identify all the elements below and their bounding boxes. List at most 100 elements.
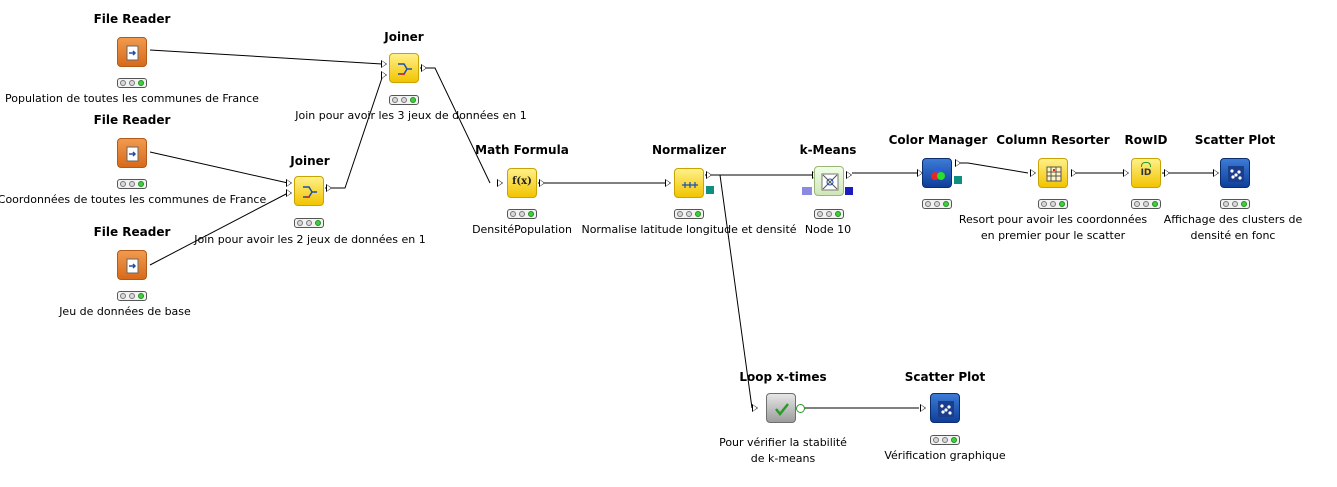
node-title-reader1: File Reader	[93, 12, 171, 26]
kmeans-model-output-port[interactable]	[845, 187, 853, 195]
scatter-plot-node-2[interactable]	[930, 393, 960, 423]
node-label-reader1: Population de toutes les communes de Fra…	[5, 92, 259, 105]
joiner-icon	[303, 186, 317, 198]
column-resorter-icon	[1046, 166, 1062, 182]
file-reader-node-2[interactable]	[117, 138, 147, 168]
status-light-joiner1	[389, 95, 419, 105]
node-label-joiner2: Join pour avoir les 2 jeux de données en…	[194, 233, 426, 246]
normalizer-input-port[interactable]	[665, 179, 671, 187]
status-light-scatter1	[1220, 199, 1250, 209]
column-resorter-node[interactable]	[1038, 158, 1068, 188]
node-label-resorter: Resort pour avoir les coordonnées en pre…	[958, 213, 1148, 242]
math-formula-icon: f(x)	[512, 176, 532, 187]
file-reader-icon	[126, 146, 139, 162]
joiner-node-1[interactable]	[389, 53, 419, 83]
loop-variable-port[interactable]	[796, 404, 805, 413]
rowid-output-port[interactable]	[1164, 169, 1170, 177]
node-label-reader2: Coordonnées de toutes les communes de Fr…	[0, 193, 267, 206]
normalizer-node[interactable]	[674, 168, 704, 198]
node-title-normalizer: Normalizer	[651, 143, 727, 157]
node-title-scatter2: Scatter Plot	[904, 370, 986, 384]
joiner2-output-port[interactable]	[326, 184, 332, 192]
node-label-kmeans: Node 10	[804, 223, 852, 236]
math-formula-node[interactable]: f(x)	[507, 168, 537, 198]
rowid-node[interactable]: ID	[1131, 158, 1161, 188]
resorter-input-port[interactable]	[1030, 169, 1036, 177]
joiner2-input-port-1[interactable]	[286, 179, 292, 187]
scatter-plot-icon	[1228, 166, 1244, 182]
wire-reader1-joiner1	[149, 49, 384, 65]
resorter-output-port[interactable]	[1071, 169, 1077, 177]
node-title-joiner1: Joiner	[384, 30, 424, 44]
joiner1-output-port[interactable]	[421, 64, 427, 72]
node-title-math: Math Formula	[475, 143, 569, 157]
colormgr-input-port[interactable]	[917, 169, 923, 177]
scatter1-input-port[interactable]	[1213, 169, 1219, 177]
node-title-scatter1: Scatter Plot	[1194, 133, 1276, 147]
loop-x-times-node[interactable]	[766, 393, 796, 423]
status-light-rowid	[1131, 199, 1161, 209]
kmeans-model-input-port[interactable]	[802, 187, 812, 195]
joiner1-input-port-2[interactable]	[381, 71, 387, 79]
scatter2-input-port[interactable]	[920, 404, 926, 412]
wire-joiner1-math	[420, 67, 491, 184]
status-light-colormgr	[922, 199, 952, 209]
kmeans-output-port[interactable]	[846, 171, 852, 179]
node-title-rowid: RowID	[1124, 133, 1168, 147]
rowid-arrow-icon	[1141, 162, 1151, 167]
node-label-reader3: Jeu de données de base	[59, 305, 191, 318]
wire-reader3-joiner2	[149, 192, 289, 266]
wire-colormgr-resorter	[956, 162, 1029, 174]
scatter-plot-node-1[interactable]	[1220, 158, 1250, 188]
normalizer-model-port[interactable]	[706, 186, 714, 194]
node-title-joiner2: Joiner	[290, 154, 330, 168]
joiner-icon	[398, 63, 412, 75]
status-light-math	[507, 209, 537, 219]
status-light-reader1	[117, 78, 147, 88]
joiner2-input-port-2[interactable]	[286, 189, 292, 197]
file-reader-icon	[126, 258, 139, 274]
node-label-scatter1: Affichage des clusters de densité en fon…	[1163, 213, 1303, 242]
node-label-joiner1: Join pour avoir les 3 jeux de données en…	[295, 109, 527, 122]
node-title-colormgr: Color Manager	[888, 133, 988, 147]
colormgr-model-port[interactable]	[954, 176, 962, 184]
node-title-loop: Loop x-times	[739, 370, 827, 384]
node-title-kmeans: k-Means	[799, 143, 857, 157]
scatter-plot-icon	[938, 401, 954, 417]
joiner1-input-port-1[interactable]	[381, 60, 387, 68]
status-light-kmeans	[814, 209, 844, 219]
status-light-reader2	[117, 179, 147, 189]
status-light-scatter2	[930, 435, 960, 445]
node-title-reader3: File Reader	[93, 225, 171, 239]
colormgr-output-port[interactable]	[955, 159, 961, 167]
status-light-reader3	[117, 291, 147, 301]
rowid-icon: ID	[1140, 168, 1152, 178]
file-reader-node-3[interactable]	[117, 250, 147, 280]
math-output-port[interactable]	[539, 179, 545, 187]
math-input-port[interactable]	[497, 179, 503, 187]
wire-joiner2-joiner1	[325, 74, 384, 189]
rowid-input-port[interactable]	[1123, 169, 1129, 177]
normalizer-output-port[interactable]	[706, 171, 712, 179]
node-label-math: DensitéPopulation	[472, 223, 572, 236]
kmeans-icon	[821, 173, 839, 191]
color-manager-icon	[931, 167, 945, 180]
file-reader-icon	[126, 45, 139, 61]
loop-input-port[interactable]	[752, 404, 758, 412]
status-light-normalizer	[674, 209, 704, 219]
node-label-normalizer: Normalise latitude longitude et densité	[581, 223, 797, 236]
wire-reader2-joiner2	[149, 151, 289, 184]
status-light-joiner2	[294, 218, 324, 228]
node-label-scatter2: Vérification graphique	[884, 449, 1006, 462]
joiner-node-2[interactable]	[294, 176, 324, 206]
node-title-reader2: File Reader	[93, 113, 171, 127]
status-light-resorter	[1038, 199, 1068, 209]
checkmark-icon	[775, 403, 789, 417]
node-label-loop: Pour vérifier la stabilité de k-means	[719, 436, 847, 465]
normalizer-icon	[682, 182, 698, 188]
kmeans-node[interactable]	[814, 166, 844, 196]
color-manager-node[interactable]	[922, 158, 952, 188]
file-reader-node-1[interactable]	[117, 37, 147, 67]
